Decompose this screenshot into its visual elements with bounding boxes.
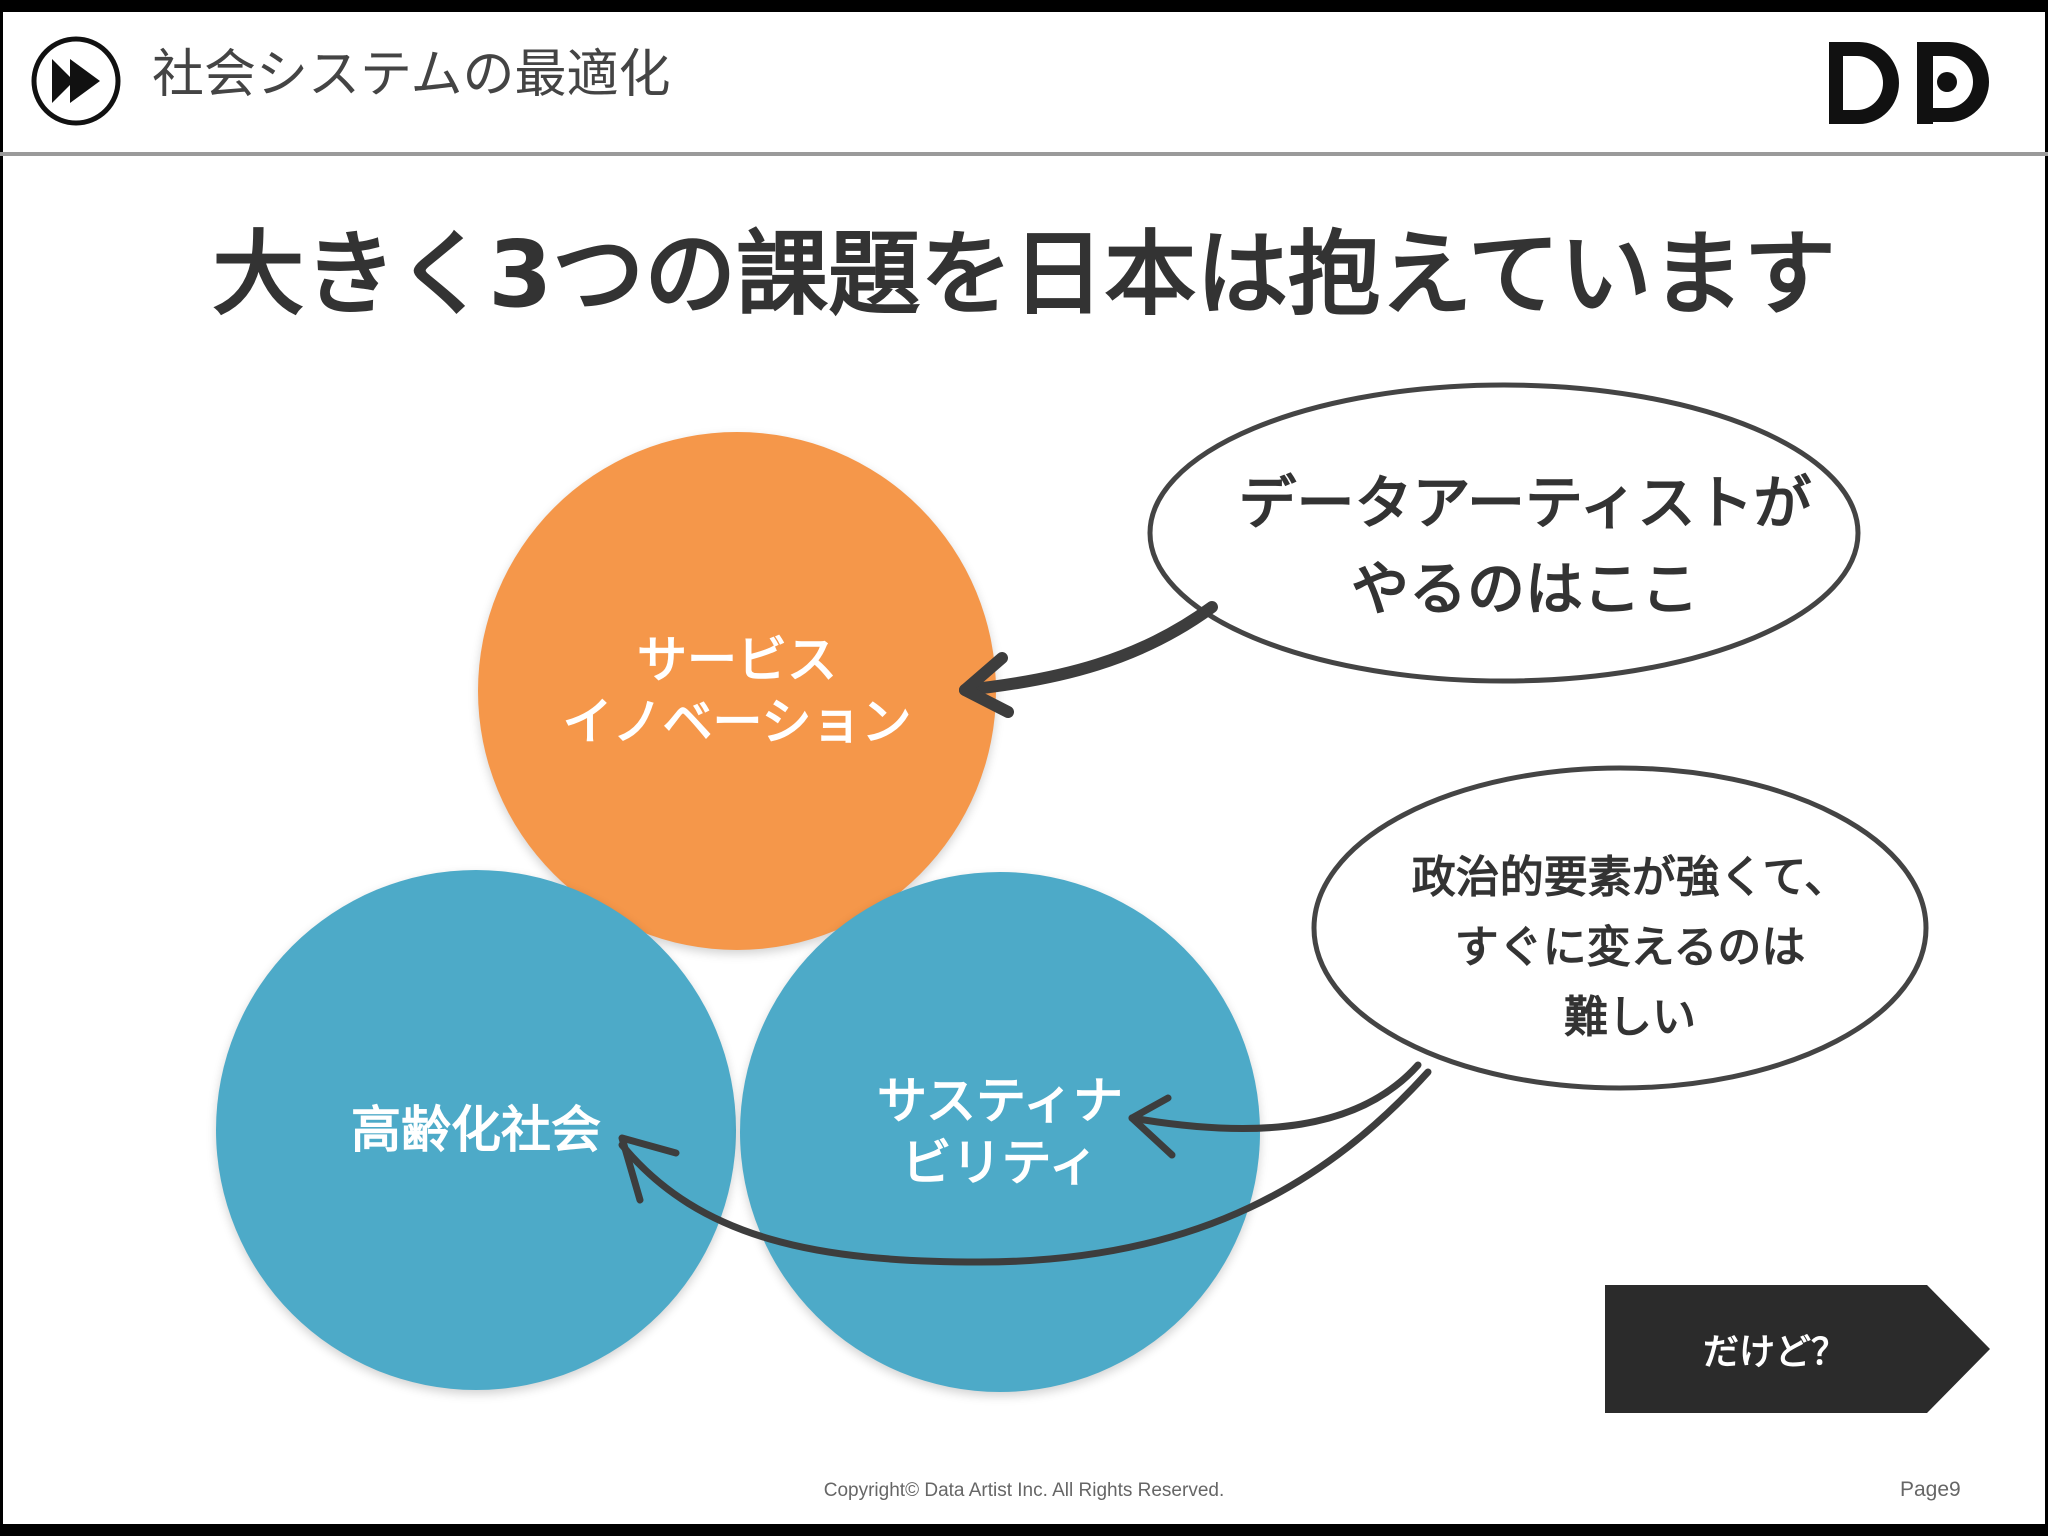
- frame-bottom-border: [0, 1524, 2048, 1536]
- aging-society-circle: 高齢化社会: [216, 870, 736, 1390]
- arrow-to-aging-society: [618, 1068, 1432, 1266]
- callout-political-line3: 難しい: [1564, 992, 1696, 1043]
- callout-political-line1: 政治的要素が強くて、: [1411, 852, 1849, 903]
- copyright-text: Copyright© Data Artist Inc. All Rights R…: [823, 1480, 1225, 1501]
- sustainability-circle: サスティナ ビリティ: [740, 872, 1260, 1392]
- arrow-to-service-innovation-head: [959, 652, 1014, 718]
- service-innovation-circle: サービス イノベーション: [478, 432, 996, 950]
- page-number: Page9: [1900, 1478, 1961, 1501]
- arrow-to-service-innovation: [959, 601, 1218, 696]
- arrow-to-sustainability: [1128, 1061, 1422, 1132]
- arrow-to-aging-society-head: [618, 1134, 680, 1204]
- service-innovation-label-line2: イノベーション: [562, 693, 912, 751]
- dp-logo: [1829, 42, 1989, 124]
- slide-title: 大きく3つの課題を日本は抱えています: [212, 221, 1836, 328]
- header-divider: [0, 152, 2048, 156]
- callout-text-data-artist: データアーティストが やるのはここ: [1165, 460, 1885, 632]
- service-innovation-label-line1: サービス: [637, 631, 837, 689]
- callout-bubble-political: [1311, 765, 1929, 1091]
- section-title: 社会システムの最適化: [152, 45, 671, 105]
- callout-bubble-data-artist: [1147, 382, 1861, 684]
- play-forward-icon[interactable]: [30, 35, 122, 127]
- frame-top-border: [0, 0, 2048, 12]
- frame-left-border: [0, 0, 3, 1536]
- callout-data-artist-line1: データアーティストが: [1238, 469, 1812, 537]
- callout-text-political: 政治的要素が強くて、 すぐに変えるのは 難しい: [1320, 843, 1940, 1053]
- sustainability-label-line1: サスティナ: [877, 1072, 1123, 1130]
- next-arrow-button[interactable]: だけど？: [1702, 1332, 1847, 1373]
- aging-society-label: 高齢化社会: [351, 1101, 601, 1159]
- arrow-to-sustainability-head: [1128, 1094, 1176, 1159]
- sustainability-label-line2: ビリティ: [901, 1134, 1099, 1192]
- callout-data-artist-line2: やるのはここ: [1350, 555, 1699, 623]
- callout-political-line2: すぐに変えるのは: [1454, 922, 1806, 973]
- next-arrow-button-shape[interactable]: [1605, 1285, 1990, 1413]
- frame-right-border: [2045, 0, 2048, 1536]
